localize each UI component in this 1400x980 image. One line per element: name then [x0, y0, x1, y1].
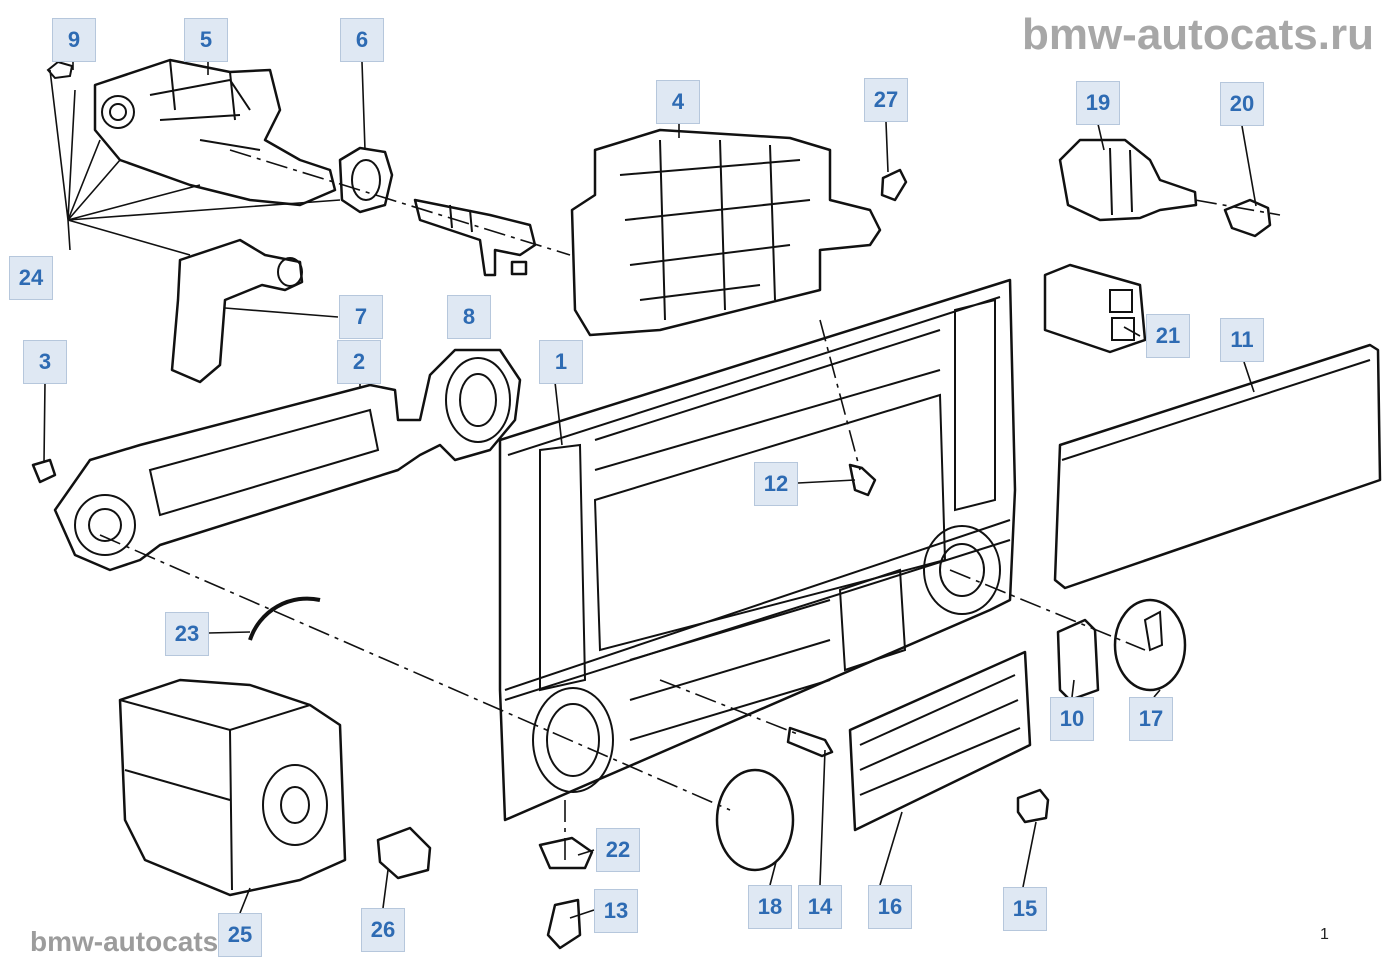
- part-rotary-ring: [338, 146, 394, 214]
- callout-11[interactable]: 11: [1220, 318, 1264, 362]
- callout-24[interactable]: 24: [9, 256, 53, 300]
- callout-18[interactable]: 18: [748, 885, 792, 929]
- callout-19[interactable]: 19: [1076, 81, 1120, 125]
- part-blower: [118, 678, 347, 897]
- callout-1[interactable]: 1: [539, 340, 583, 384]
- callout-26[interactable]: 26: [361, 908, 405, 952]
- callout-22[interactable]: 22: [596, 828, 640, 872]
- part-knob-left: [715, 768, 795, 872]
- part-shaft: [413, 198, 537, 277]
- callout-5[interactable]: 5: [184, 18, 228, 62]
- callout-16[interactable]: 16: [868, 885, 912, 929]
- callout-6[interactable]: 6: [340, 18, 384, 62]
- callout-4[interactable]: 4: [656, 80, 700, 124]
- callout-12[interactable]: 12: [754, 462, 798, 506]
- callout-2[interactable]: 2: [337, 340, 381, 384]
- part-motor: [1058, 138, 1198, 222]
- watermark-bottom: bmw-autocats.ru: [30, 926, 255, 957]
- callout-17[interactable]: 17: [1129, 697, 1173, 741]
- part-knob-right: [1113, 598, 1187, 692]
- part-grille: [848, 650, 1032, 832]
- callout-10[interactable]: 10: [1050, 697, 1094, 741]
- callout-3[interactable]: 3: [23, 340, 67, 384]
- part-switch: [1043, 263, 1147, 354]
- part-frame: [53, 348, 522, 572]
- callout-9[interactable]: 9: [52, 18, 96, 62]
- callout-23[interactable]: 23: [165, 612, 209, 656]
- page-mark: 1: [1320, 926, 1329, 943]
- callout-14[interactable]: 14: [798, 885, 842, 929]
- part-bracket: [170, 238, 304, 384]
- callout-13[interactable]: 13: [594, 889, 638, 933]
- callout-8[interactable]: 8: [447, 295, 491, 339]
- callout-15[interactable]: 15: [1003, 887, 1047, 931]
- callout-21[interactable]: 21: [1146, 314, 1190, 358]
- part-switch-housing: [93, 58, 337, 207]
- part-control-unit: [570, 128, 882, 337]
- part-main-panel: [498, 278, 1017, 822]
- callout-7[interactable]: 7: [339, 295, 383, 339]
- watermark-top: bmw-autocats.ru: [1021, 10, 1374, 59]
- callout-27[interactable]: 27: [864, 78, 908, 122]
- callout-25[interactable]: 25: [218, 913, 262, 957]
- callout-20[interactable]: 20: [1220, 82, 1264, 126]
- part-cover-plate: [1053, 343, 1382, 590]
